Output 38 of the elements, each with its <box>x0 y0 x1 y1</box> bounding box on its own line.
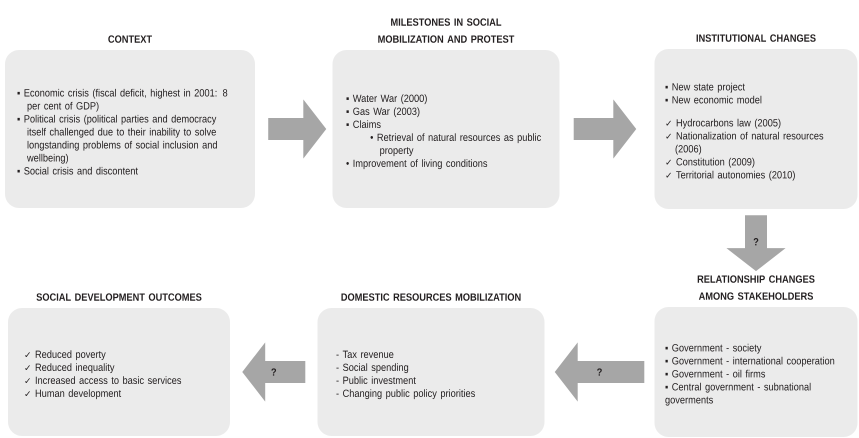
node-label: ▪ Gas War (2003) <box>346 107 420 118</box>
list-box: ▪ Government - society ▪ Government - international cooperation ▪ Government - oil firms ▪ Central government - subnational goverments <box>654 307 858 437</box>
node-label: ▪ Central government - subnational goverments <box>665 382 811 406</box>
list-box: ▪ New state project ▪ New economic model ✓ Hydrocarbons law (2005) ✓ Nationalization of natural resources (2006) ✓ Constitution (2009) ✓ Territorial autonomies (2010) <box>654 49 858 209</box>
section-heading: CONTEXT <box>108 35 152 43</box>
node-label: - Changing public policy priorities <box>336 389 475 400</box>
node-label: ✓ Human development <box>25 389 122 400</box>
edge-label: ? <box>597 368 602 376</box>
node-label: ✓ Hydrocarbons law (2005) <box>666 118 780 129</box>
node-label: ▪ Government - society <box>665 344 762 354</box>
section-heading: INSTITUTIONAL CHANGES <box>696 34 816 42</box>
list-box: ✓ Reduced poverty ✓ Reduced inequality ✓ Increased access to basic services ✓ Human development <box>8 308 230 436</box>
list-box: ▪ Water War (2000) ▪ Gas War (2003) ▪ Claims • Retrieval of natural resources as public property • Improvement of living conditions <box>332 50 560 208</box>
node-label: ▪ New state project <box>665 82 745 93</box>
node-label: ✓ Reduced inequality <box>25 363 114 374</box>
node-label: ▪ New economic model <box>665 96 762 104</box>
section-heading: DOMESTIC RESOURCES MOBILIZATION <box>341 293 521 301</box>
node-label: - Social spending <box>336 363 408 374</box>
section-heading: MILESTONES IN SOCIAL MOBILIZATION AND PROTEST <box>378 18 514 43</box>
node-label: ▪ Government - oil firms <box>665 370 766 378</box>
node-label: ✓ Reduced poverty <box>25 350 106 360</box>
edge-label: ? <box>271 368 276 376</box>
section-heading: RELATIONSHIP CHANGES AMONG STAKEHOLDERS <box>698 275 815 300</box>
node-label: ✓ Territorial autonomies (2010) <box>666 170 795 181</box>
node-label: ✓ Constitution (2009) <box>666 158 754 168</box>
edge-label: ? <box>754 238 758 246</box>
node-label: ▪ Water War (2000) <box>346 94 427 104</box>
node-label: • Improvement of living conditions <box>346 159 488 170</box>
node-label: ▪ Government - international cooperation <box>665 356 834 367</box>
node-label: ✓ Increased access to basic services <box>25 376 182 384</box>
section-heading: SOCIAL DEVELOPMENT OUTCOMES <box>36 293 202 301</box>
list-box: - Tax revenue - Social spending - Public investment - Changing public policy priorities <box>318 308 544 436</box>
node-label: • Retrieval of natural resources as public property <box>370 133 541 156</box>
node-label: - Public investment <box>336 376 416 384</box>
node-label: ✓ Nationalization of natural resources (2006) <box>666 132 824 155</box>
list-box: ▪ Economic crisis (fiscal deficit, highest in 2001: 8 per cent of GDP) ▪ Political crisis (political parties and democracy itself challenged due to their inability to solve longstanding problems of social inclusion and wellbeing) ▪ Social crisis and discontent <box>5 50 255 208</box>
node-label: ▪ Claims <box>346 120 381 128</box>
node-label: - Tax revenue <box>336 350 394 358</box>
